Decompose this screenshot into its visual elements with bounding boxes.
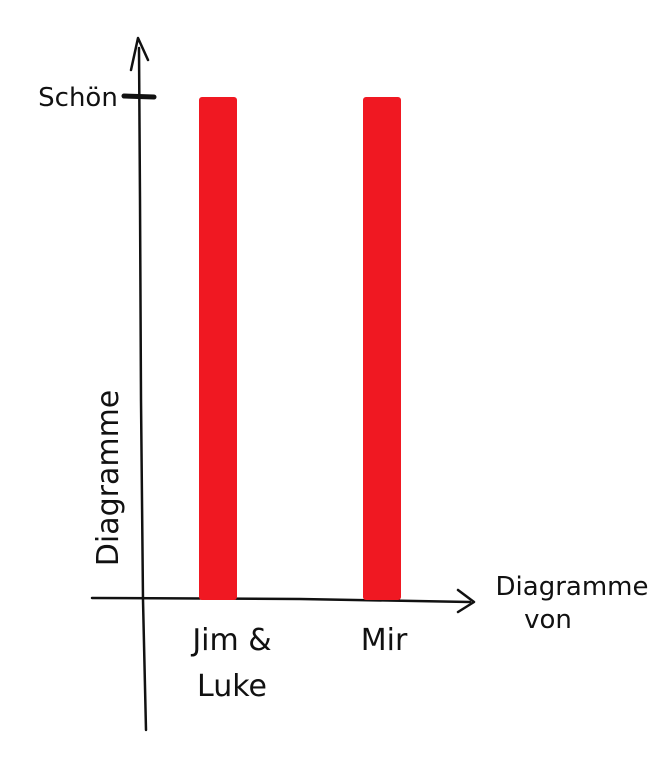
x-axis-label-line-1: Diagramme <box>496 572 649 602</box>
x-axis-line <box>90 596 472 604</box>
y-axis-label: Diagramme <box>91 390 126 566</box>
y-tick-label: Schön <box>38 83 118 113</box>
bars-group <box>199 97 401 600</box>
x-axis-arrow <box>456 588 476 614</box>
bar-jim-luke <box>199 97 237 600</box>
x-tick-label-jim-luke-line-2: Luke <box>197 669 267 704</box>
x-tick-label-jim-luke-line-1: Jim & <box>190 623 271 658</box>
y-tick-mark <box>121 93 157 100</box>
bar-mir <box>363 97 401 600</box>
x-axis-label-line-2: von <box>524 605 572 635</box>
y-axis-line <box>137 46 148 732</box>
x-tick-label-mir: Mir <box>361 623 408 658</box>
y-axis-arrow <box>129 36 150 72</box>
